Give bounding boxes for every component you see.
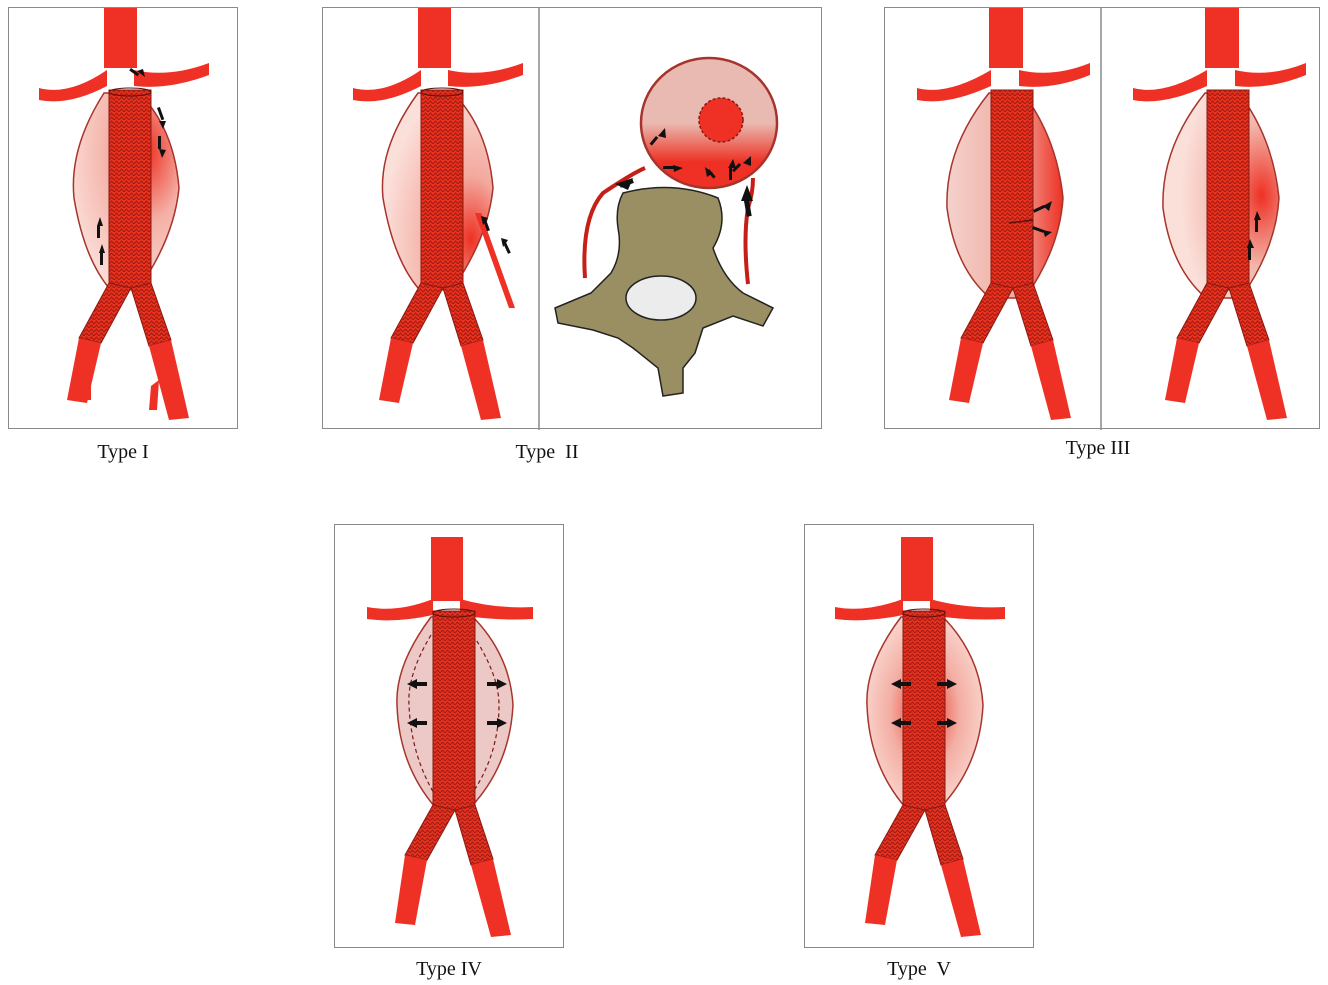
type-3a-graft: [917, 8, 1090, 420]
stent-graft: [109, 90, 151, 290]
stent-graft: [421, 90, 463, 290]
stent-graft: [433, 611, 475, 811]
cross-section: [555, 58, 777, 396]
type-5-panel: [804, 524, 1034, 948]
type-5-illustration: [805, 525, 1035, 949]
type-4-illustration: [335, 525, 565, 949]
type-2-illustration: [323, 8, 823, 430]
type-3-panel: [884, 7, 1320, 429]
type-3-caption: Type III: [884, 437, 1312, 460]
type-1-panel: [8, 7, 238, 429]
type-2-caption: Type II: [322, 441, 772, 464]
stent-graft: [903, 611, 945, 811]
type-1-illustration: [9, 8, 239, 430]
type-4-panel: [334, 524, 564, 948]
type-2-panel: [322, 7, 822, 429]
type-1-caption: Type I: [8, 441, 238, 464]
type-5-caption: Type V: [804, 958, 1034, 981]
type-3b-graft: [1133, 8, 1306, 420]
type-3-illustration: [885, 8, 1321, 430]
type-4-caption: Type IV: [334, 958, 564, 981]
